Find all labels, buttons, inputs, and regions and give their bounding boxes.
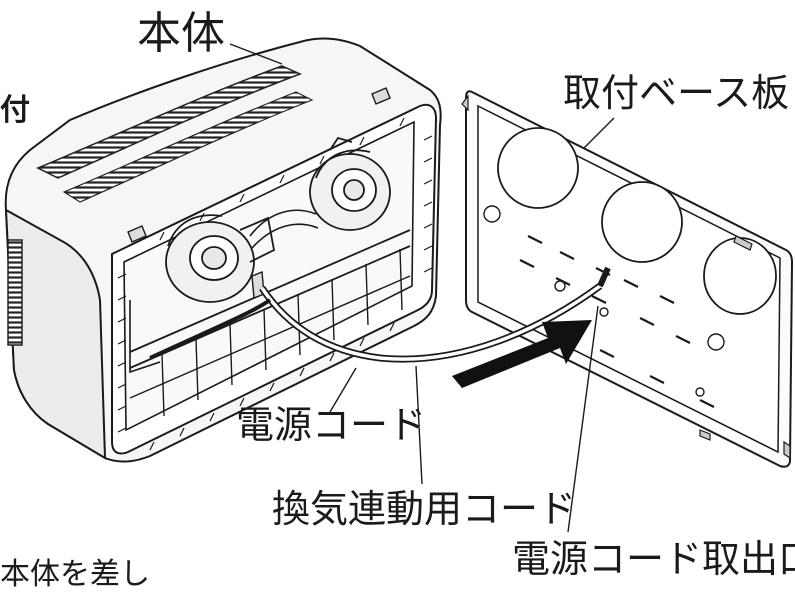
label-body: 本体 [137,8,225,59]
label-base-plate: 取付ベース板 [563,71,790,115]
leader-lines [229,43,615,533]
cords [149,266,611,363]
diagram-drawing [4,37,794,533]
vent-cord [149,298,272,360]
fan-left [165,214,276,303]
label-cord-outlet: 電源コード取出口 [512,537,795,581]
label-bottom-fragment: 本体を差し [0,557,150,592]
main-unit [4,37,442,463]
side-grille [7,239,23,346]
label-power-cord: 電源コード [236,403,427,447]
base-plate [461,90,794,468]
installation-diagram: 本体 取付ベース板 電源コード 換気連動用コード 電源コード取出口 付 本体を差… [0,8,795,590]
label-side-fragment: 付 [0,93,30,128]
top-grille [36,65,302,179]
unit-left-face [4,208,107,460]
insert-arrow [452,320,592,388]
fan-right [309,136,391,231]
label-vent-cord: 換気連動用コード [272,487,577,531]
